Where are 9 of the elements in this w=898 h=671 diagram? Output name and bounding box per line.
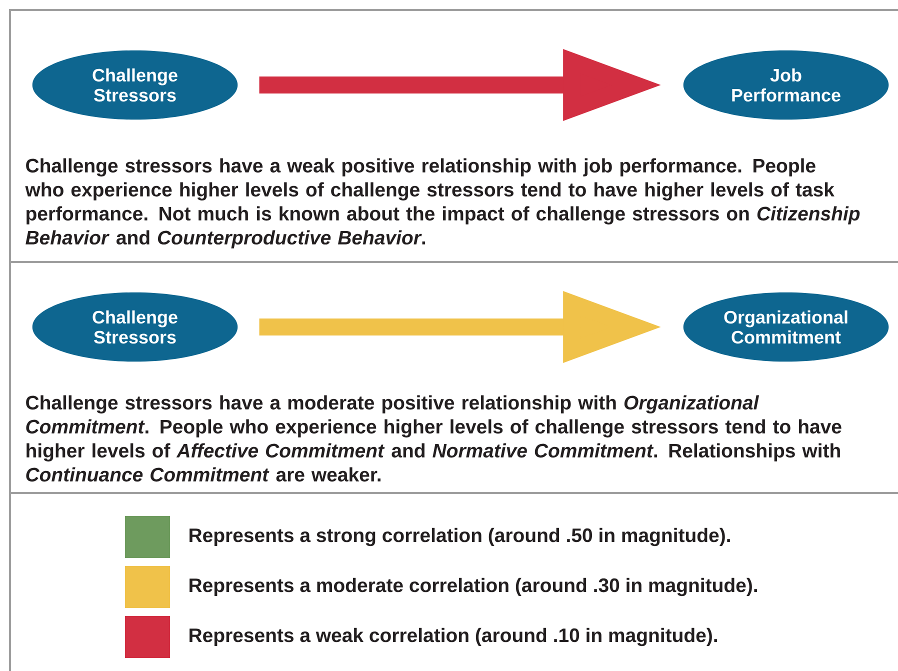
ellipse-node: Challenge Stressors [32, 292, 238, 362]
ellipse-node: Job Performance [683, 50, 889, 120]
paragraph: Challenge stressors have a moderate positive relationship with Organizational Commitment. People who experience higher levels of challenge stressors tend to have higher levels of Affective Commitment and Normative Commitment. Relationships with Continuance Commitment are weaker. [26, 395, 842, 482]
ellipse-node: Challenge Stressors [32, 50, 238, 120]
ellipse-node: Organizational Commitment [683, 292, 889, 362]
legend-text: Represents a weak correlation (around .10 in magnitude). [190, 628, 717, 646]
legend-text: Represents a strong correlation (around .50 in magnitude). [190, 528, 730, 546]
legend-text: Represents a moderate correlation (around .30 in magnitude). [190, 578, 757, 596]
paragraph: Challenge stressors have a weak positive relationship with job performance. People who experience higher levels of challenge stressors tend to have higher levels of task performance. Not much is known about the impact of challenge stressors on Citizenship Behavior and Counterproductive Behavior. [25, 158, 860, 248]
